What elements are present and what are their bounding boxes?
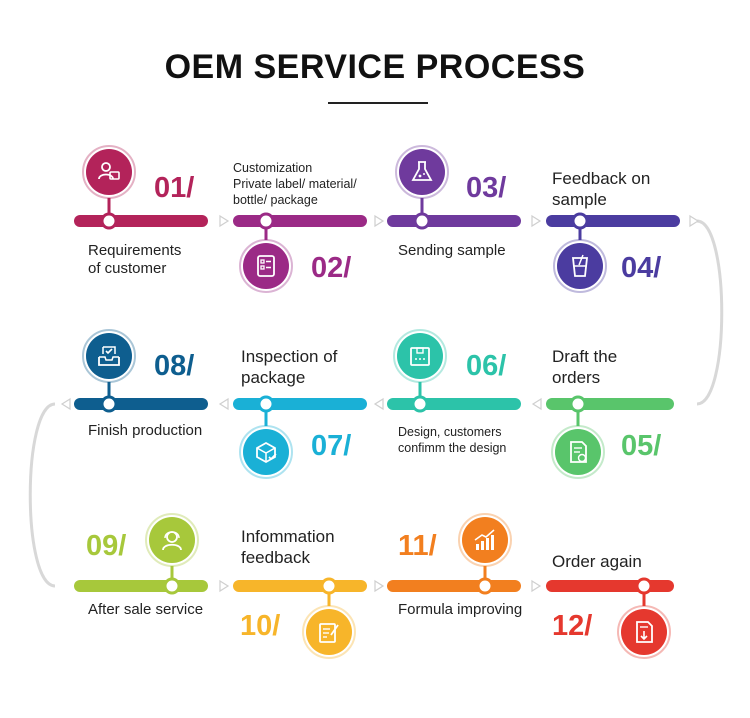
connector-arrow: [531, 397, 542, 411]
step-bar: [387, 398, 521, 410]
step-node: [257, 395, 275, 413]
support-agent-icon: [162, 531, 182, 551]
connector-arrow: [218, 397, 229, 411]
step-label: Inspection of package: [241, 347, 338, 387]
page-title: OEM SERVICE PROCESS: [164, 48, 586, 86]
step-number: 02/: [311, 252, 352, 284]
step-icon-bg: [149, 517, 195, 563]
step-node: [569, 395, 587, 413]
step-bar: [387, 580, 521, 592]
connector-arrow: [531, 214, 542, 228]
step-number: 11/: [398, 530, 437, 562]
step-number: 04/: [621, 252, 662, 284]
step-label: Sending sample: [398, 242, 506, 259]
step-node: [413, 212, 431, 230]
step-node: [411, 395, 429, 413]
step-bar: [233, 580, 367, 592]
connector-arrow: [219, 214, 230, 228]
edit-note-icon: [319, 623, 339, 643]
flask-icon: [411, 161, 433, 181]
step-bar: [546, 398, 674, 410]
connector-arrow: [60, 397, 71, 411]
step-icon-bg: [86, 149, 132, 195]
connector-arrow: [373, 397, 384, 411]
step-label: Finish production: [88, 422, 203, 439]
connector-arrow: [219, 579, 230, 593]
connector-arrow: [689, 214, 700, 228]
step-node: [257, 212, 275, 230]
step-number: 10/: [240, 610, 281, 642]
step-number: 03/: [466, 172, 507, 204]
step-node: [100, 212, 118, 230]
connector-curve-right: [696, 219, 724, 406]
step-label: Formula improving: [398, 601, 523, 618]
connector-arrow: [374, 214, 385, 228]
step-number: 09/: [86, 530, 127, 562]
title-underline: [328, 102, 428, 104]
step-bar: [74, 398, 208, 410]
package-box-icon: [410, 347, 430, 366]
step-bar: [74, 580, 208, 592]
box-check-icon: [256, 441, 277, 464]
step-number: 01/: [154, 172, 195, 204]
step-label: Design, customers confimm the design: [398, 425, 507, 455]
customer-id-icon: [98, 162, 120, 180]
step-icon-bg: [397, 333, 443, 379]
step-bar: [546, 580, 674, 592]
step-number: 06/: [466, 350, 507, 382]
step-icon-bg: [306, 609, 352, 655]
step-number: 12/: [552, 610, 593, 642]
step-bar: [546, 215, 680, 227]
step-icon-bg: [243, 243, 289, 289]
step-bar: [74, 215, 208, 227]
step-node: [571, 212, 589, 230]
step-label: Draft the orders: [552, 347, 618, 387]
step-label: Infommation feedback: [241, 527, 335, 567]
step-bar: [233, 215, 367, 227]
step-icon-bg: [399, 149, 445, 195]
step-label: Requirements of customer: [88, 242, 182, 277]
step-node: [320, 577, 338, 595]
step-icon-bg: [86, 333, 132, 379]
step-icon-bg: [462, 517, 508, 563]
step-icon-bg: [243, 429, 289, 475]
step-node: [100, 395, 118, 413]
connector-curve-left: [28, 402, 56, 588]
step-node: [635, 577, 653, 595]
step-number: 05/: [621, 430, 662, 462]
order-download-icon: [636, 621, 653, 643]
step-label: After sale service: [88, 601, 204, 618]
inbox-check-icon: [98, 346, 120, 366]
step-bar: [387, 215, 521, 227]
connector-arrow: [374, 579, 385, 593]
document-check-icon: [570, 441, 587, 463]
step-number: 07/: [311, 430, 352, 462]
step-label: Order again: [552, 552, 642, 571]
step-number: 08/: [154, 350, 195, 382]
checklist-icon: [257, 255, 275, 277]
growth-chart-icon: [474, 529, 495, 550]
connector-arrow: [531, 579, 542, 593]
beaker-icon: [571, 254, 589, 277]
step-label: Customization Private label/ material/ b…: [233, 161, 357, 207]
step-node: [163, 577, 181, 595]
step-label: Feedback on sample: [552, 169, 651, 209]
step-bar: [233, 398, 367, 410]
step-node: [476, 577, 494, 595]
